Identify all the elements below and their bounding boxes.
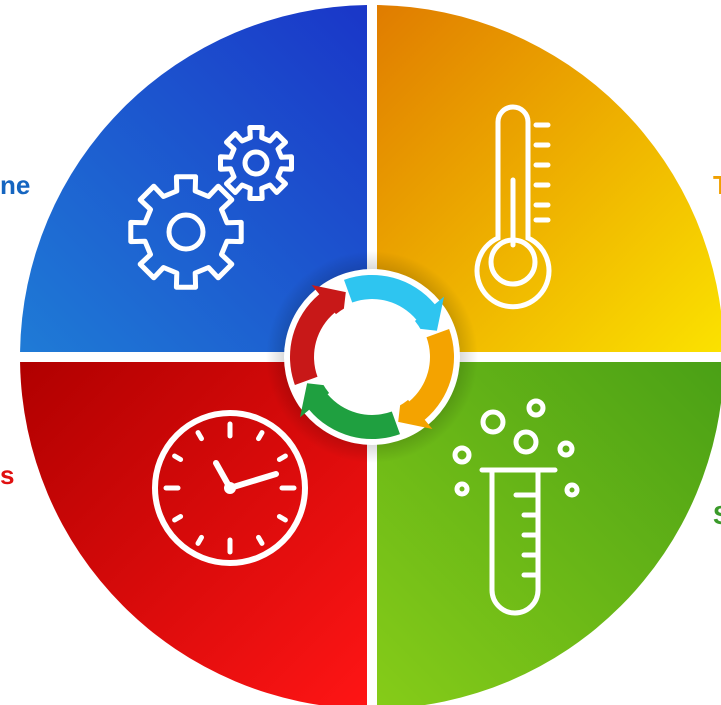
cycle-arrow-segment (300, 383, 400, 440)
cycle-arrow-segment (344, 274, 444, 331)
label-bottom-left: s (0, 460, 15, 490)
cycle-arrows-icon (289, 274, 455, 440)
clock-tick (195, 534, 204, 546)
thermometer-icon (474, 104, 552, 310)
clock-tick (172, 453, 184, 462)
center-circle (316, 301, 428, 413)
clock-icon (152, 410, 308, 566)
quadrant-yellow (377, 5, 721, 352)
quadrant-red (20, 362, 367, 705)
clock-tick (276, 514, 288, 523)
gears-icon (128, 125, 294, 290)
label-bottom-right: S (713, 500, 721, 530)
test-tube-icon (452, 398, 580, 616)
label-top-right: T (713, 170, 721, 200)
label-top-left: ne (0, 170, 31, 200)
clock-tick (172, 514, 184, 523)
clock-tick (195, 430, 204, 442)
clock-tick (256, 430, 265, 442)
cycle-arrow-segment (398, 329, 455, 429)
clock-tick (256, 534, 265, 546)
clock-tick (276, 453, 288, 462)
cycle-arrow-segment (289, 285, 346, 385)
